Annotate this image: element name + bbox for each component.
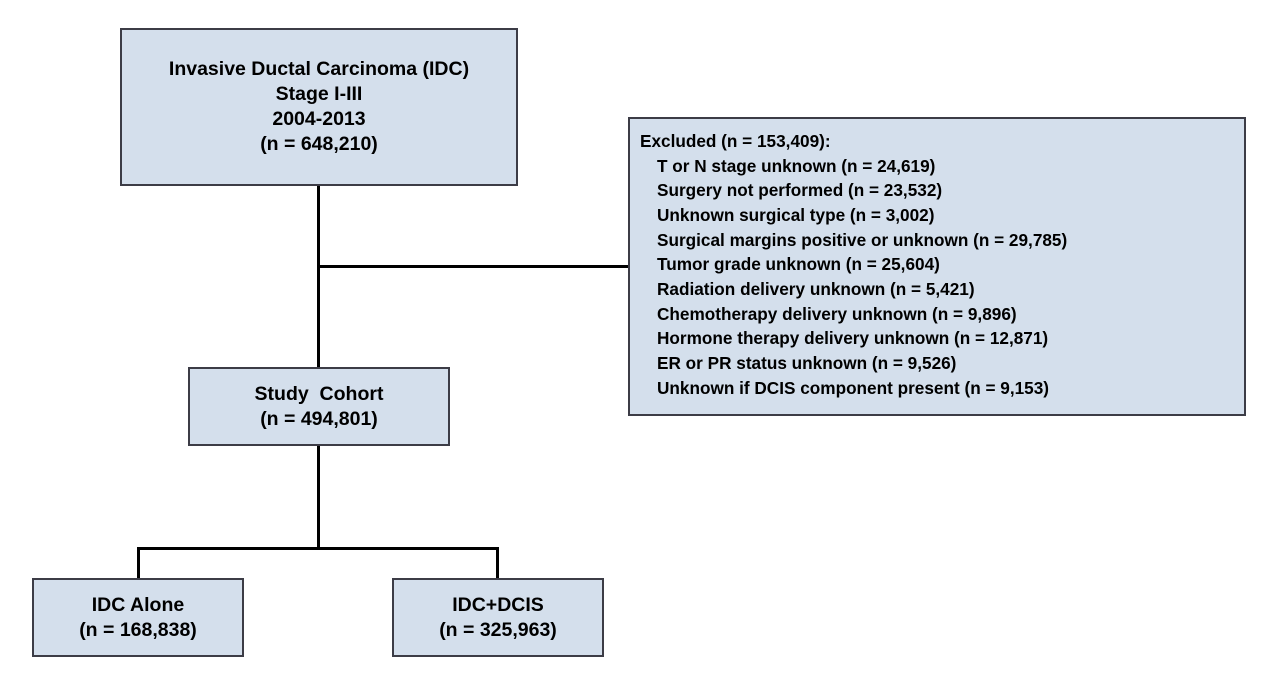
connector-to-idc-alone bbox=[137, 547, 140, 580]
connector-cohort-down bbox=[317, 444, 320, 549]
source-line-years: 2004-2013 bbox=[272, 108, 366, 130]
node-source-population: Invasive Ductal Carcinoma (IDC) Stage I-… bbox=[120, 28, 518, 186]
excluded-item-t-or-n-stage: T or N stage unknown (n = 24,619) bbox=[657, 155, 936, 176]
node-idc-plus-dcis: IDC+DCIS (n = 325,963) bbox=[392, 578, 604, 657]
source-line-count: (n = 648,210) bbox=[260, 132, 378, 155]
excluded-item-hormone-therapy-delivery: Hormone therapy delivery unknown (n = 12… bbox=[657, 328, 1049, 349]
excluded-item-radiation-delivery: Radiation delivery unknown (n = 5,421) bbox=[657, 279, 975, 300]
connector-to-idc-dcis bbox=[496, 547, 499, 580]
excluded-item-tumor-grade: Tumor grade unknown (n = 25,604) bbox=[657, 254, 940, 275]
node-idc-alone: IDC Alone (n = 168,838) bbox=[32, 578, 244, 657]
connector-source-to-excluded bbox=[317, 265, 630, 268]
idc-alone-count: (n = 168,838) bbox=[79, 618, 197, 641]
cohort-label: Study Cohort bbox=[254, 382, 384, 405]
node-exclusions: Excluded (n = 153,409): T or N stage unk… bbox=[628, 117, 1246, 416]
connector-source-to-cohort bbox=[317, 186, 320, 369]
excluded-item-chemotherapy-delivery: Chemotherapy delivery unknown (n = 9,896… bbox=[657, 303, 1017, 324]
idc-alone-label: IDC Alone bbox=[91, 593, 185, 616]
connector-cohort-split-bar bbox=[137, 547, 499, 550]
cohort-count: (n = 494,801) bbox=[260, 407, 378, 430]
idc-dcis-label: IDC+DCIS bbox=[452, 593, 544, 616]
excluded-item-dcis-component: Unknown if DCIS component present (n = 9… bbox=[657, 377, 1050, 398]
excluded-item-er-pr-status: ER or PR status unknown (n = 9,526) bbox=[657, 353, 957, 374]
source-line-diagnosis: Invasive Ductal Carcinoma (IDC) bbox=[168, 58, 470, 81]
excluded-item-surgical-margins: Surgical margins positive or unknown (n … bbox=[657, 229, 1068, 250]
excluded-heading: Excluded (n = 153,409): bbox=[640, 131, 831, 151]
excluded-item-surgery-not-performed: Surgery not performed (n = 23,532) bbox=[657, 180, 943, 201]
node-study-cohort: Study Cohort (n = 494,801) bbox=[188, 367, 450, 446]
idc-dcis-count: (n = 325,963) bbox=[439, 618, 557, 641]
excluded-item-unknown-surgical-type: Unknown surgical type (n = 3,002) bbox=[657, 205, 935, 226]
source-line-stage: Stage I-III bbox=[275, 83, 363, 106]
